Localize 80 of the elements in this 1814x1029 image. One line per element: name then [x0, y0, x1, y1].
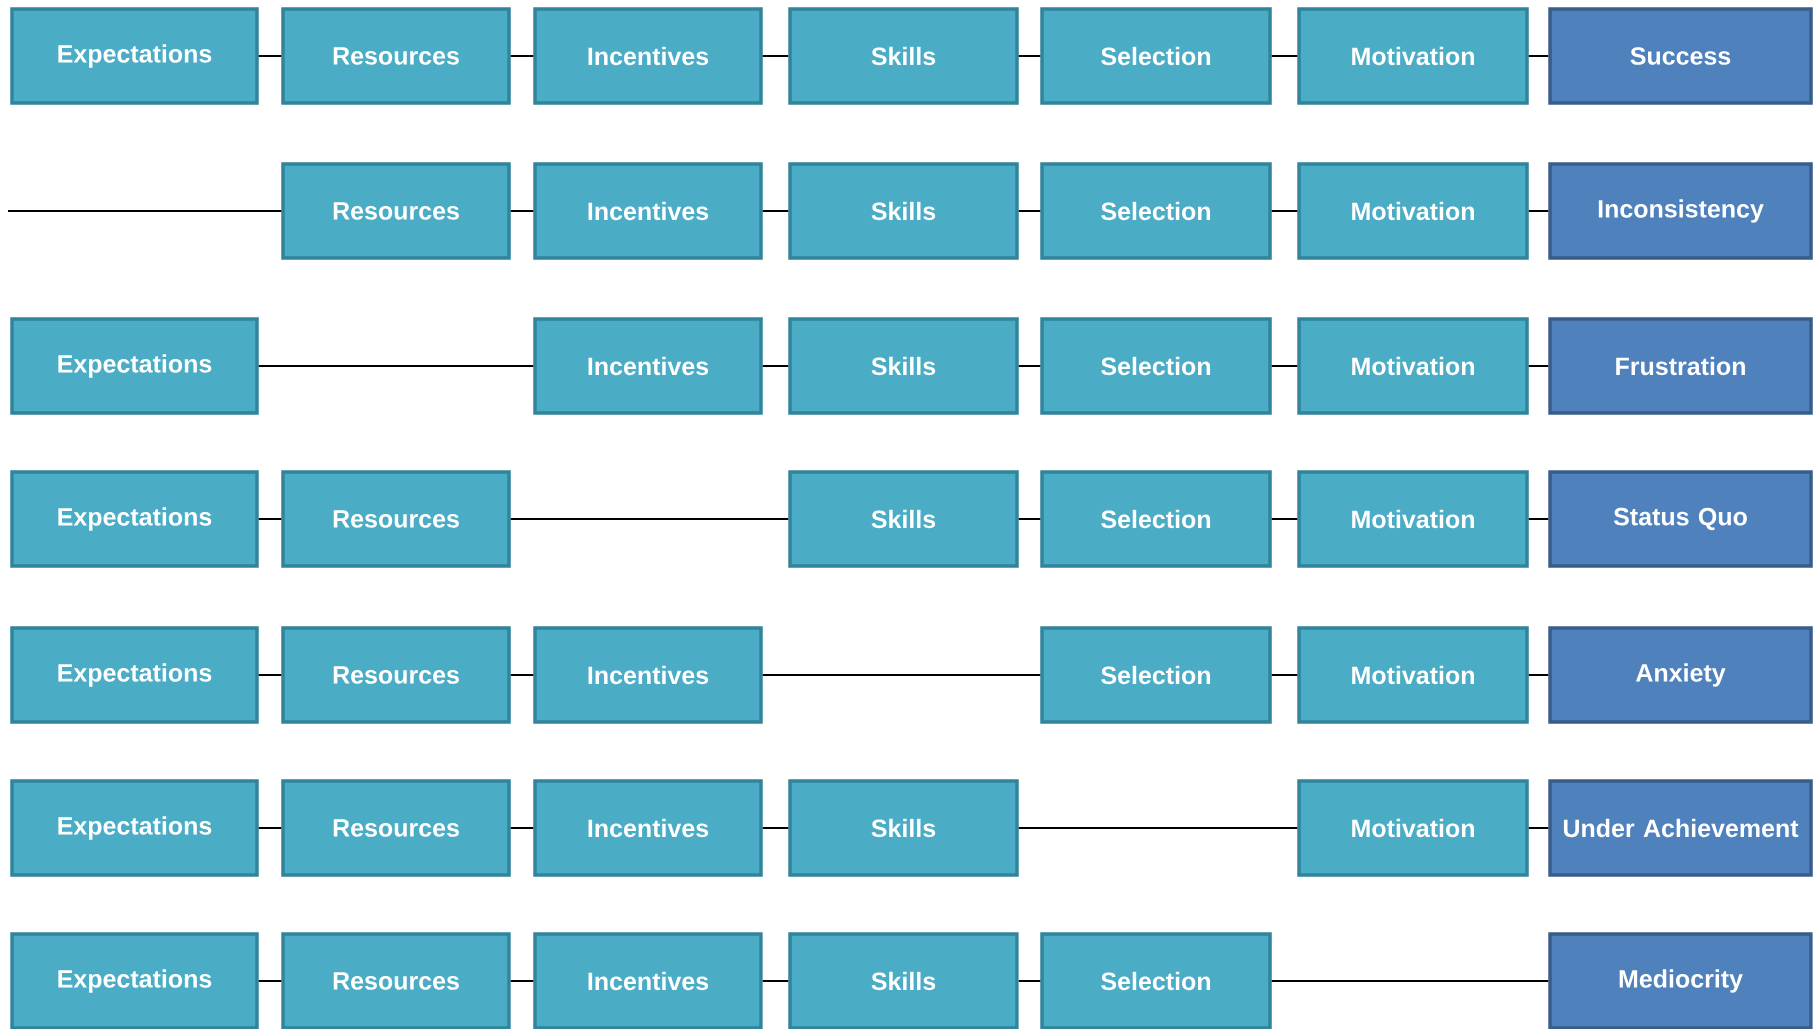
step-box: Resources — [281, 7, 511, 105]
step-box: Selection — [1040, 7, 1272, 105]
step-box: Motivation — [1297, 317, 1529, 415]
step-box: Expectations — [10, 626, 259, 724]
connector-line — [7, 210, 283, 212]
step-box: Selection — [1040, 626, 1272, 724]
step-box: Skills — [788, 317, 1019, 415]
connector-line — [761, 55, 790, 57]
connector-line — [1527, 365, 1550, 367]
connector-line — [1270, 980, 1550, 982]
step-box: Skills — [788, 779, 1019, 877]
connector-line — [761, 210, 790, 212]
connector-line — [1270, 210, 1299, 212]
connector-line — [1017, 518, 1042, 520]
connector-line — [1017, 210, 1042, 212]
step-box: Selection — [1040, 317, 1272, 415]
connector-line — [1270, 518, 1299, 520]
step-box: Expectations — [10, 7, 259, 105]
connector-line — [509, 674, 535, 676]
connector-line — [1270, 365, 1299, 367]
step-box: Expectations — [10, 932, 259, 1029]
outcome-box: Status Quo — [1548, 470, 1813, 568]
connector-line — [257, 980, 283, 982]
step-box: Incentives — [533, 317, 763, 415]
connector-line — [761, 674, 1042, 676]
step-box: Incentives — [533, 626, 763, 724]
outcome-box: Success — [1548, 7, 1813, 105]
step-box: Motivation — [1297, 779, 1529, 877]
connector-line — [509, 827, 535, 829]
connector-line — [1017, 827, 1299, 829]
connector-line — [1270, 674, 1299, 676]
step-box: Motivation — [1297, 7, 1529, 105]
connector-line — [509, 518, 790, 520]
outcome-box: Under Achievement — [1548, 779, 1813, 877]
outcome-box: Anxiety — [1548, 626, 1813, 724]
outcome-box: Inconsistency — [1548, 162, 1813, 260]
connector-line — [257, 365, 535, 367]
step-box: Motivation — [1297, 162, 1529, 260]
connector-line — [257, 55, 283, 57]
connector-line — [1017, 980, 1042, 982]
connector-line — [257, 827, 283, 829]
step-box: Skills — [788, 470, 1019, 568]
outcome-box: Mediocrity — [1548, 932, 1813, 1029]
step-box: Resources — [281, 932, 511, 1029]
connector-line — [1527, 518, 1550, 520]
connector-line — [761, 365, 790, 367]
connector-line — [509, 210, 535, 212]
step-box: Expectations — [10, 779, 259, 877]
step-box: Skills — [788, 7, 1019, 105]
step-box: Resources — [281, 779, 511, 877]
connector-line — [1527, 55, 1550, 57]
step-box: Skills — [788, 932, 1019, 1029]
connector-line — [1527, 674, 1550, 676]
connector-line — [257, 674, 283, 676]
step-box: Incentives — [533, 779, 763, 877]
connector-line — [1270, 55, 1299, 57]
connector-line — [1527, 827, 1550, 829]
connector-line — [1017, 365, 1042, 367]
connector-line — [1527, 210, 1550, 212]
step-box: Resources — [281, 470, 511, 568]
step-box: Incentives — [533, 7, 763, 105]
step-box: Motivation — [1297, 626, 1529, 724]
step-box: Resources — [281, 626, 511, 724]
connector-line — [257, 518, 283, 520]
step-box: Selection — [1040, 162, 1272, 260]
step-box: Expectations — [10, 470, 259, 568]
step-box: Resources — [281, 162, 511, 260]
step-box: Incentives — [533, 162, 763, 260]
step-box: Expectations — [10, 317, 259, 415]
connector-line — [761, 827, 790, 829]
connector-line — [509, 55, 535, 57]
step-box: Selection — [1040, 470, 1272, 568]
step-box: Motivation — [1297, 470, 1529, 568]
connector-line — [761, 980, 790, 982]
step-box: Incentives — [533, 932, 763, 1029]
connector-line — [509, 980, 535, 982]
step-box: Skills — [788, 162, 1019, 260]
step-box: Selection — [1040, 932, 1272, 1029]
outcome-box: Frustration — [1548, 317, 1813, 415]
connector-line — [1017, 55, 1042, 57]
